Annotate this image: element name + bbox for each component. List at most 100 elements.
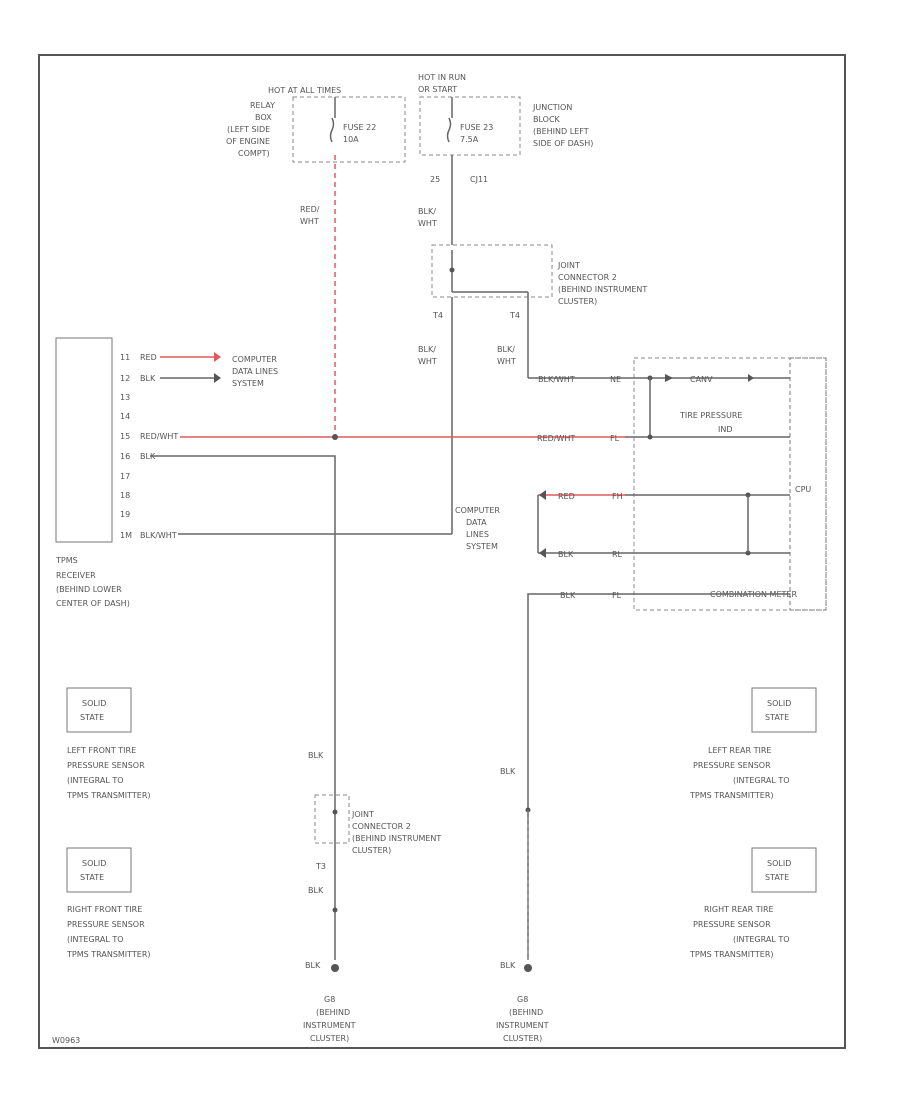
sensor-right-rear-box [751, 847, 817, 893]
solid-state-rr-2: STATE [765, 873, 789, 882]
tire-pressure-ind-1: TIRE PRESSURE [679, 411, 742, 420]
meter-cpu-label: CPU [795, 485, 811, 494]
blk-right-label-1: BLK [500, 767, 516, 776]
junction-block-line-3: (BEHIND LEFT [533, 127, 589, 136]
right-front-line-1: RIGHT FRONT TIRE [67, 905, 142, 914]
joint-bottom-line-4: CLUSTER) [352, 846, 391, 855]
meter-row4-wire-label: BLK [558, 550, 574, 559]
right-rear-line-4: TPMS TRANSMITTER) [689, 950, 774, 959]
right-front-line-4: TPMS TRANSMITTER) [66, 950, 151, 959]
left-front-line-3: (INTEGRAL TO [67, 776, 124, 785]
cdl-right-line-1: COMPUTER [455, 506, 500, 515]
pin-25-label: 25 [430, 175, 440, 184]
joint-bottom-node [332, 809, 338, 815]
tpms-pin-16: 16 [120, 452, 130, 461]
meter-row3-pin: FH [612, 492, 623, 501]
blk-wht-upper-label-2: WHT [418, 219, 437, 228]
joint-top-line-1: JOINT [557, 261, 580, 270]
meter-row2-node [647, 434, 653, 440]
data-arrow-red-icon [214, 352, 221, 362]
right-rear-line-1: RIGHT REAR TIRE [704, 905, 774, 914]
cdl-right-line-2: DATA [466, 518, 487, 527]
red-wht-bus-label: RED/WHT [537, 434, 575, 443]
ground-left-line-1: G8 [324, 995, 335, 1004]
tpms-pin-18: 18 [120, 491, 130, 500]
tpms-pin-13: 13 [120, 393, 130, 402]
led-diode-icon [748, 374, 754, 382]
meter-cpu-block [789, 357, 827, 611]
junction-block-line-4: SIDE OF DASH) [533, 139, 593, 148]
left-rear-line-3: (INTEGRAL TO [733, 776, 790, 785]
meter-row1-pin: NE [610, 375, 621, 384]
solid-state-lr-2: STATE [765, 713, 789, 722]
red-wht-label-1: RED/ [300, 205, 320, 214]
footer-code: W0963 [52, 1036, 80, 1045]
meter-row5-wire-label: BLK [560, 591, 576, 600]
blk-wht-mid-label-1: BLK/ [418, 345, 436, 354]
fuse-23-symbol [446, 117, 452, 143]
joint-connector-top-outline [431, 244, 553, 298]
joint-bottom-line-3: (BEHIND INSTRUMENT [352, 834, 441, 843]
cdl-right-line-3: LINES [466, 530, 489, 539]
fuse-22-amps: 10A [343, 135, 359, 144]
ground-left-icon [331, 964, 339, 972]
meter-canv-label: CANV [690, 375, 713, 384]
joint-connector-top: JOINT CONNECTOR 2 (BEHIND INSTRUMENT CLU… [431, 244, 647, 306]
tpms-pin-1m: 1M [120, 531, 132, 540]
fuse-23-label: FUSE 23 [460, 123, 493, 132]
cdl-right-line-4: SYSTEM [466, 542, 498, 551]
meter-row2-pin: FL [610, 434, 620, 443]
combination-meter-outline [633, 357, 827, 611]
relay-box-line-3: (LEFT SIDE [227, 125, 270, 134]
data-arrow-row4-icon [539, 548, 546, 558]
tire-pressure-ind-2: IND [718, 425, 733, 434]
ground-left-line-3: INSTRUMENT [303, 1021, 356, 1030]
cdl-left-line-3: SYSTEM [232, 379, 264, 388]
right-front-line-3: (INTEGRAL TO [67, 935, 124, 944]
blk-left-label-2: BLK [308, 886, 324, 895]
relay-box-line-4: OF ENGINE [226, 137, 270, 146]
tpms-pin-11: 11 [120, 353, 130, 362]
red-wht-splice [332, 434, 338, 440]
tpms-receiver-box [55, 337, 113, 543]
blk-left-label-3: BLK [305, 961, 321, 970]
left-front-line-2: PRESSURE SENSOR [67, 761, 145, 770]
diagram-frame [38, 54, 846, 1049]
junction-block-line-1: JUNCTION [532, 103, 572, 112]
left-ground-splice [332, 907, 338, 913]
pin-t4-label: T4 [432, 311, 443, 320]
solid-state-rr-1: SOLID [767, 859, 791, 868]
ground-left-line-4: CLUSTER) [310, 1034, 349, 1043]
sensor-right-front-box [66, 847, 132, 893]
joint-bottom-line-2: CONNECTOR 2 [352, 822, 411, 831]
joint-connector-bottom-outline [314, 794, 350, 844]
junction-block-line-2: BLOCK [533, 115, 561, 124]
hot-in-run-label-1: HOT IN RUN [418, 73, 466, 82]
blk-left-label-1: BLK [308, 751, 324, 760]
blk-wht-right-label-1: BLK/ [497, 345, 515, 354]
sensor-left-front-box [66, 687, 132, 733]
fuse-23-amps: 7.5A [460, 135, 479, 144]
right-front-line-2: PRESSURE SENSOR [67, 920, 145, 929]
tpms-wire-1m: BLK/WHT [140, 531, 177, 540]
pin-t3-label: T3 [315, 862, 326, 871]
right-rear-line-2: PRESSURE SENSOR [693, 920, 771, 929]
solid-state-rf-1: SOLID [82, 859, 106, 868]
tpms-wire-15: RED/WHT [140, 432, 178, 441]
red-wht-label-2: WHT [300, 217, 319, 226]
joint-top-line-2: CONNECTOR 2 [558, 273, 617, 282]
left-rear-line-1: LEFT REAR TIRE [708, 746, 771, 755]
power-source-hot-at-all-times: HOT AT ALL TIMES RELAY BOX (LEFT SIDE OF… [226, 86, 406, 163]
blk-right-label-2: BLK [500, 961, 516, 970]
joint-top-line-3: (BEHIND INSTRUMENT [558, 285, 647, 294]
tpms-ground-wire [150, 455, 336, 960]
tpms-wire-12: BLK [140, 374, 156, 383]
tpms-receiver: 11 RED 12 BLK 13 14 15 RED/WHT 16 BLK 17… [55, 337, 178, 608]
relay-box-line-5: COMPT) [238, 149, 270, 158]
tpms-pin-19: 19 [120, 510, 130, 519]
blk-wht-right-label-2: WHT [497, 357, 516, 366]
relay-box-line-2: BOX [255, 113, 272, 122]
fuse-22-label: FUSE 22 [343, 123, 376, 132]
power-source-hot-in-run: HOT IN RUN OR START JUNCTION BLOCK (BEHI… [418, 73, 593, 184]
